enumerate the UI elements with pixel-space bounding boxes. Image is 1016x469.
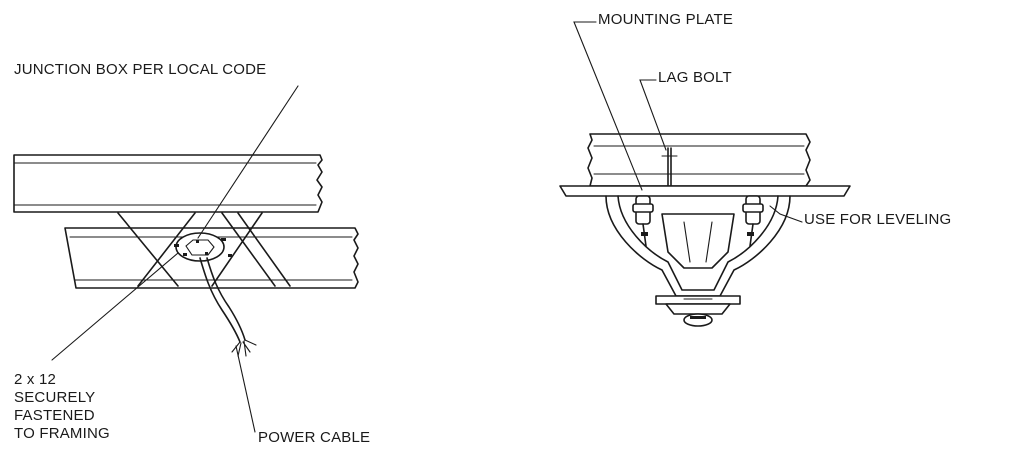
mounting-plate-illustration xyxy=(559,21,851,327)
framing-label-line3: FASTENED xyxy=(14,407,95,424)
lag-bolt-leader xyxy=(639,79,667,151)
framing-label-line4: TO FRAMING xyxy=(14,425,110,442)
junction-box-label: JUNCTION BOX PER LOCAL CODE xyxy=(14,61,267,78)
mounting-plate-leader xyxy=(573,21,643,191)
framing-label-line1: 2 x 12 xyxy=(14,371,57,388)
bracket-housing xyxy=(605,195,791,327)
upper-joist xyxy=(13,154,323,213)
lag-bolt-label: LAG BOLT xyxy=(658,69,732,86)
leveling-leader xyxy=(769,205,803,223)
mounting-plate-label: MOUNTING PLATE xyxy=(598,11,734,28)
power-cable-label: POWER CABLE xyxy=(258,429,371,446)
junction-box xyxy=(174,232,232,262)
leveling-nuts xyxy=(632,195,764,247)
power-cable-leader xyxy=(235,345,256,433)
use-for-leveling-label: USE FOR LEVELING xyxy=(804,211,952,228)
mounting-plate xyxy=(559,185,851,197)
ceiling-joist xyxy=(587,133,811,187)
framing-leader xyxy=(51,252,179,361)
framing-label-line2: SECURELY xyxy=(14,389,96,406)
junction-box-leader xyxy=(197,85,299,239)
ceiling-framing-illustration xyxy=(13,85,359,433)
lag-bolt xyxy=(661,147,678,187)
